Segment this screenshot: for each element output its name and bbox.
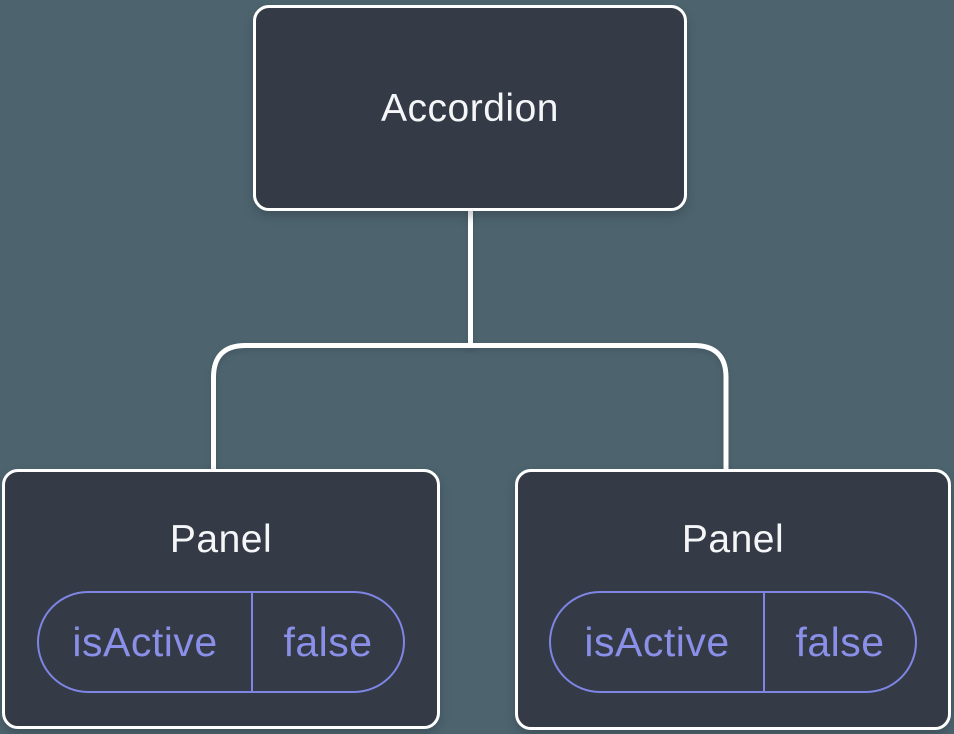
prop-value: false: [795, 618, 885, 665]
prop-value: false: [283, 618, 373, 665]
prop-pill-isactive-2: isActive false: [549, 591, 917, 693]
node-accordion: Accordion: [253, 5, 687, 211]
node-accordion-label: Accordion: [381, 86, 559, 130]
prop-key: isActive: [551, 593, 765, 691]
node-panel-1-label: Panel: [169, 518, 273, 561]
node-panel-2: Panel isActive false: [515, 469, 951, 730]
node-panel-2-label: Panel: [681, 518, 785, 561]
prop-pill-isactive-1: isActive false: [37, 591, 405, 693]
node-panel-1: Panel isActive false: [2, 469, 440, 729]
connector-branch-line: [211, 343, 729, 474]
prop-key: isActive: [39, 593, 253, 691]
